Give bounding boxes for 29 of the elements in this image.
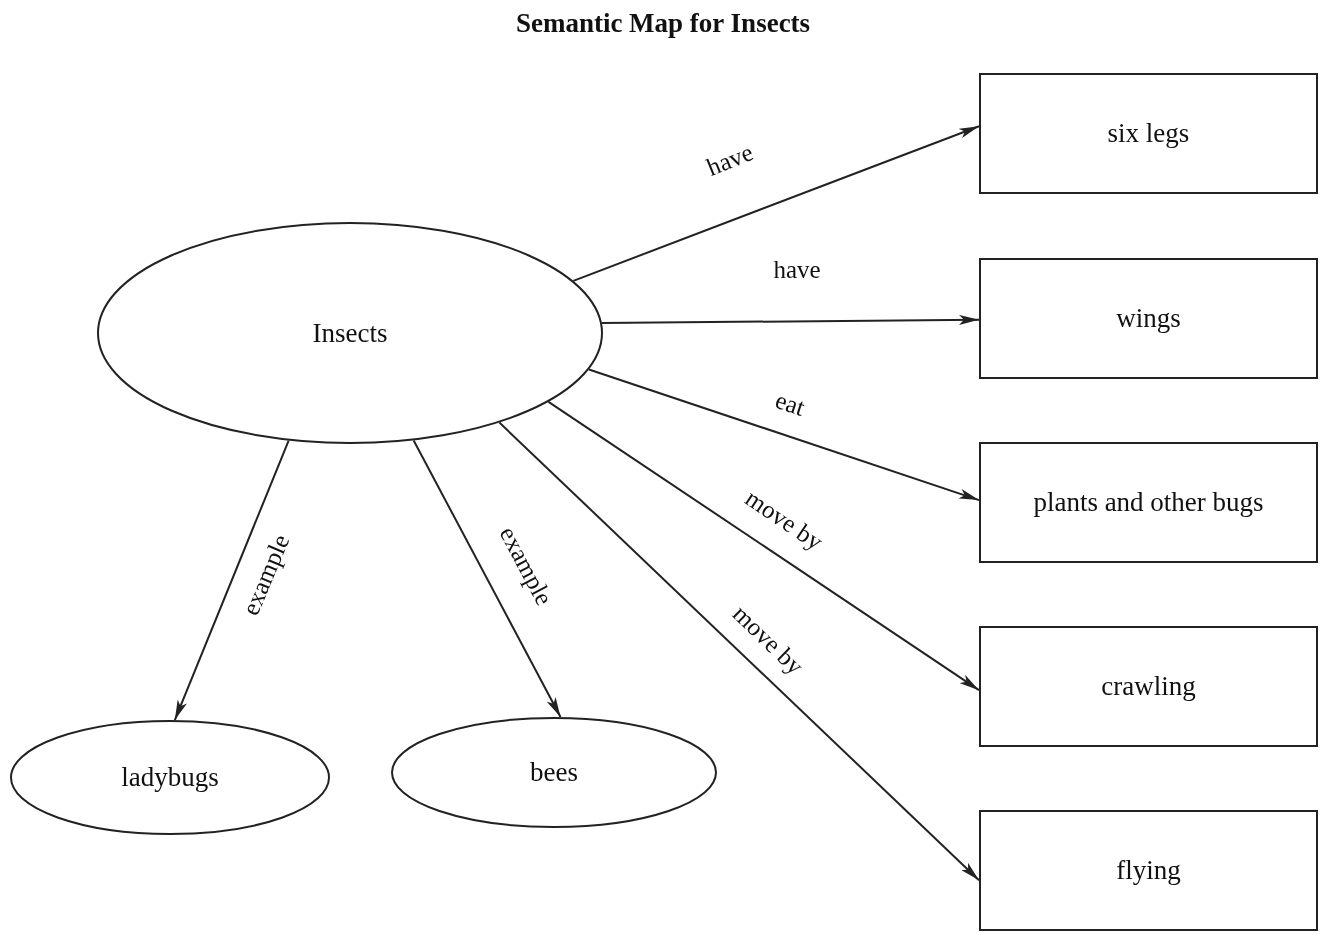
edge-label: move by [740, 484, 828, 556]
concept-box [979, 626, 1318, 747]
node-label: ladybugs [121, 762, 219, 793]
concept-box [979, 810, 1318, 931]
edge-label: have [773, 256, 821, 284]
arrow [412, 439, 562, 719]
arrow [498, 421, 980, 882]
concept-box [979, 258, 1318, 379]
edge-label: eat [771, 386, 809, 422]
edge-label: have [702, 138, 758, 182]
concept-ellipse [10, 720, 330, 835]
concept-box [979, 73, 1318, 194]
edge-label: example [236, 530, 296, 620]
concept-ellipse [97, 222, 603, 444]
diagram-title: Semantic Map for Insects [514, 8, 812, 39]
node-label: bees [530, 757, 578, 788]
arrow [173, 439, 290, 722]
node-label: Insects [312, 317, 388, 349]
arrow [587, 368, 980, 502]
arrow [547, 400, 980, 692]
arrow [572, 125, 980, 282]
concept-ellipse [391, 717, 717, 828]
node-label: plants and other bugs [1033, 487, 1264, 518]
node-label: crawling [1101, 671, 1196, 702]
node-label: flying [1116, 855, 1181, 886]
node-label: six legs [1107, 118, 1190, 149]
node-label: wings [1116, 303, 1181, 334]
arrow [601, 314, 980, 325]
concept-box [979, 442, 1318, 563]
